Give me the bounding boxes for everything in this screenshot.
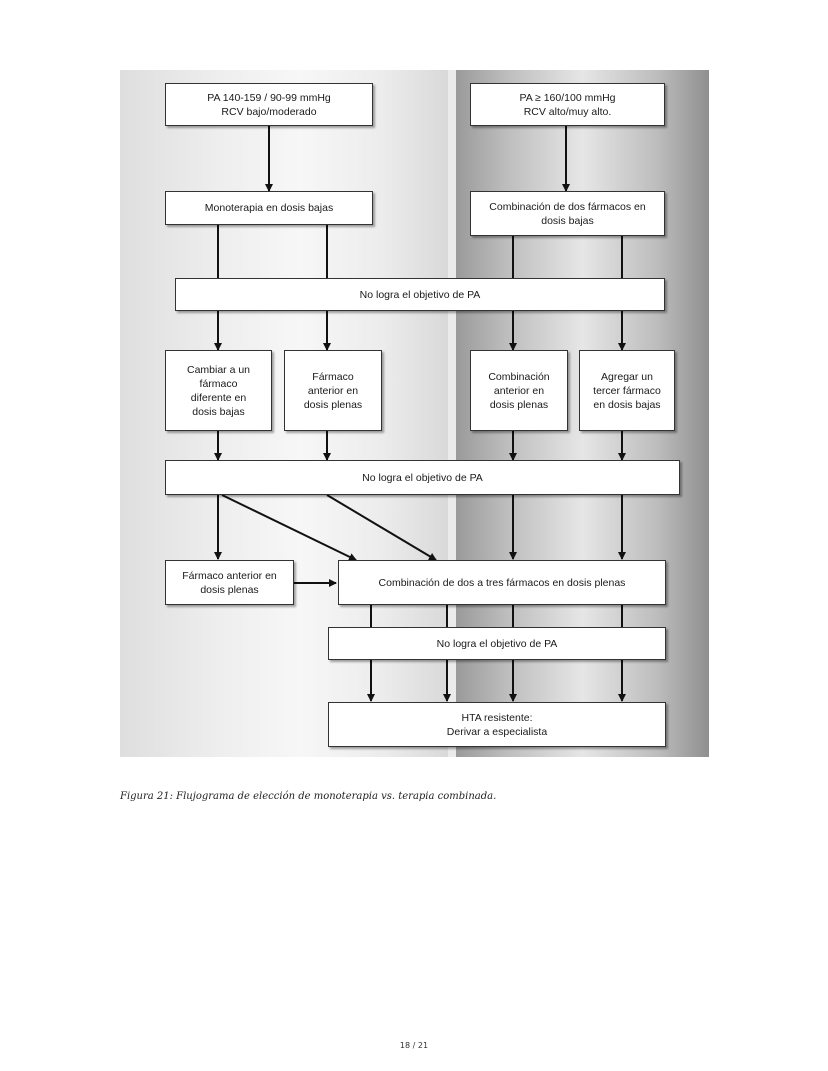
start-left-line2: RCV bajo/moderado (221, 105, 317, 118)
farmaco-plenas-box: Fármaco anterior en dosis plenas (284, 350, 382, 431)
combinacion-bajas-label: Combinación de dos fármacos en dosis baj… (489, 200, 646, 227)
hta-line1: HTA resistente: (461, 711, 533, 724)
farmaco-anterior-plenas-box: Fármaco anterior en dosis plenas (165, 560, 294, 605)
page-number: 18 / 21 (399, 1041, 429, 1050)
hta-line2: Derivar a especialista (446, 725, 548, 738)
monoterapia-box: Monoterapia en dosis bajas (165, 191, 373, 225)
cambiar-label: Cambiar a un fármaco diferente en dosis … (186, 363, 251, 418)
no-logra-2-label: No logra el objetivo de PA (362, 471, 483, 484)
hta-box: HTA resistente: Derivar a especialista (328, 702, 666, 747)
start-right-box: PA ≥ 160/100 mmHg RCV alto/muy alto. (470, 83, 665, 126)
cambiar-box: Cambiar a un fármaco diferente en dosis … (165, 350, 272, 431)
arrow-diagonal-right-to-combinacion (326, 494, 437, 561)
farmaco-anterior-plenas-label: Fármaco anterior en dosis plenas (182, 569, 277, 596)
combinacion-bajas-box: Combinación de dos fármacos en dosis baj… (470, 191, 665, 236)
no-logra-1-label: No logra el objetivo de PA (359, 288, 481, 301)
combinacion-anterior-label: Combinación anterior en dosis plenas (488, 370, 550, 411)
combinacion-dos-tres-label: Combinación de dos a tres fármacos en do… (378, 576, 626, 589)
no-logra-1-box: No logra el objetivo de PA (175, 278, 665, 311)
no-logra-3-box: No logra el objetivo de PA (328, 627, 666, 660)
combinacion-anterior-box: Combinación anterior en dosis plenas (470, 350, 568, 431)
arrow-diagonal-left-to-combinacion (221, 494, 357, 561)
no-logra-3-label: No logra el objetivo de PA (436, 637, 558, 650)
agregar-tercer-label: Agregar un tercer fármaco en dosis bajas (593, 370, 661, 411)
farmaco-plenas-label: Fármaco anterior en dosis plenas (303, 370, 363, 411)
start-left-line1: PA 140-159 / 90-99 mmHg (207, 91, 331, 104)
figure-caption: Figura 21: Flujograma de elección de mon… (120, 791, 497, 802)
start-right-line1: PA ≥ 160/100 mmHg (519, 91, 616, 104)
start-right-line2: RCV alto/muy alto. (523, 105, 612, 118)
start-left-box: PA 140-159 / 90-99 mmHg RCV bajo/moderad… (165, 83, 373, 126)
no-logra-2-box: No logra el objetivo de PA (165, 460, 680, 495)
monoterapia-label: Monoterapia en dosis bajas (204, 202, 334, 214)
agregar-tercer-box: Agregar un tercer fármaco en dosis bajas (579, 350, 675, 431)
combinacion-dos-tres-box: Combinación de dos a tres fármacos en do… (338, 560, 666, 605)
